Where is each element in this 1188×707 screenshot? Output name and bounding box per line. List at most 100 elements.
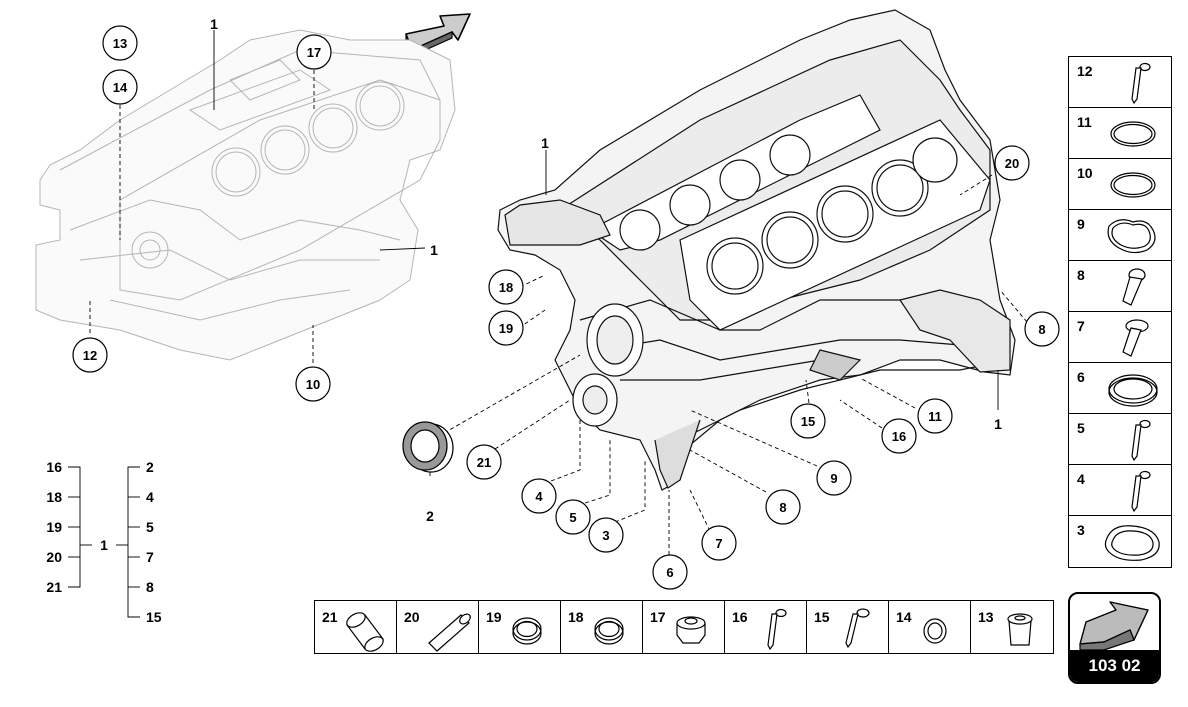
legend-cell-14: 14: [889, 601, 971, 653]
legend-cell-6: 6: [1069, 363, 1171, 414]
callout-label: 15: [801, 414, 815, 429]
o-ring-icon: [1110, 172, 1156, 198]
legend-number: 10: [1077, 165, 1093, 181]
legend-number: 5: [1077, 420, 1085, 436]
callout-18: 18: [488, 269, 524, 305]
oval-gasket-icon: [1104, 525, 1160, 561]
callout-label: 9: [830, 471, 837, 486]
tree-right-item: 4: [146, 489, 154, 505]
legend-cell-12: 12: [1069, 57, 1171, 108]
legend-number: 3: [1077, 522, 1085, 538]
part-number-label: 1: [994, 416, 1002, 432]
legend-number: 17: [650, 609, 666, 625]
callout-8: 8: [1024, 311, 1060, 347]
callout-label: 12: [83, 348, 97, 363]
legend-cell-19: 19: [479, 601, 561, 653]
tree-left-item: 21: [46, 579, 62, 595]
legend-cell-11: 11: [1069, 108, 1171, 159]
radial-seal-icon: [402, 421, 454, 473]
callout-label: 13: [113, 36, 127, 51]
part-number-label: 1: [541, 135, 549, 151]
reference-engine-block: [35, 29, 456, 361]
bolt-icon: [845, 608, 870, 649]
sleeve-icon: [346, 612, 384, 652]
flange-bolt-icon: [1122, 319, 1149, 357]
tree-root: 1: [100, 537, 108, 553]
screw-plug-icon: [1007, 613, 1033, 646]
small-ring-icon: [923, 618, 947, 644]
callout-21: 21: [466, 444, 502, 480]
legend-cell-17: 17: [643, 601, 725, 653]
dowel-pin-icon: [428, 613, 471, 652]
tree-right-item: 15: [146, 609, 162, 625]
legend-number: 15: [814, 609, 830, 625]
part-number-label: 2: [426, 508, 434, 524]
tree-left-item: 20: [46, 549, 62, 565]
callout-16: 16: [881, 418, 917, 454]
tree-right-item: 5: [146, 519, 154, 535]
plug-icon: [676, 616, 706, 644]
callout-8: 8: [765, 489, 801, 525]
tree-left-item: 16: [46, 459, 62, 475]
callout-3: 3: [588, 517, 624, 553]
main-engine-block: [497, 9, 1016, 491]
callout-13: 13: [102, 25, 138, 61]
tree-left-item: 19: [46, 519, 62, 535]
callout-14: 14: [102, 69, 138, 105]
long-bolt-icon: [1131, 62, 1151, 105]
legend-number: 12: [1077, 63, 1093, 79]
tree-left-item: 18: [46, 489, 62, 505]
legend-cell-16: 16: [725, 601, 807, 653]
tree-right-item: 8: [146, 579, 154, 595]
legend-number: 18: [568, 609, 584, 625]
parts-legend-column: 12 11 10 9 8 7 6 5 4 3: [1068, 56, 1172, 568]
o-ring-icon: [1110, 121, 1156, 147]
callout-7: 7: [701, 525, 737, 561]
legend-cell-4: 4: [1069, 465, 1171, 516]
callout-label: 8: [779, 500, 786, 515]
page-badge: 103 02: [1068, 592, 1161, 684]
callout-label: 10: [306, 377, 320, 392]
legend-number: 11: [1077, 114, 1092, 130]
legend-cell-18: 18: [561, 601, 643, 653]
callout-label: 20: [1005, 156, 1019, 171]
legend-cell-15: 15: [807, 601, 889, 653]
callout-15: 15: [790, 403, 826, 439]
callout-label: 11: [928, 409, 942, 424]
callout-label: 14: [113, 80, 128, 95]
callout-10: 10: [295, 366, 331, 402]
tree-right-item: 2: [146, 459, 154, 475]
callout-label: 8: [1038, 322, 1045, 337]
short-bolt-icon: [1122, 268, 1146, 306]
part-number-label: 1: [210, 16, 218, 32]
callout-20: 20: [994, 145, 1030, 181]
callout-11: 11: [917, 398, 953, 434]
seal-ring-icon: [1108, 374, 1158, 407]
leader-lines: [89, 63, 1028, 555]
legend-cell-8: 8: [1069, 261, 1171, 312]
legend-number: 7: [1077, 318, 1085, 334]
callout-label: 3: [602, 528, 609, 543]
legend-cell-9: 9: [1069, 210, 1171, 261]
legend-cell-21: 21: [315, 601, 397, 653]
part-number-label: 1: [430, 242, 438, 258]
callout-6: 6: [652, 554, 688, 590]
legend-number: 21: [322, 609, 338, 625]
callout-12: 12: [72, 337, 108, 373]
callout-label: 18: [499, 280, 513, 295]
page-code: 103 02: [1070, 650, 1159, 682]
callout-label: 16: [892, 429, 906, 444]
long-bolt-icon: [1131, 470, 1151, 513]
legend-number: 13: [978, 609, 994, 625]
callout-4: 4: [521, 478, 557, 514]
long-bolt-icon: [767, 608, 787, 651]
legend-number: 14: [896, 609, 912, 625]
callout-label: 4: [535, 489, 543, 504]
legend-number: 8: [1077, 267, 1085, 283]
callout-17: 17: [296, 34, 332, 70]
